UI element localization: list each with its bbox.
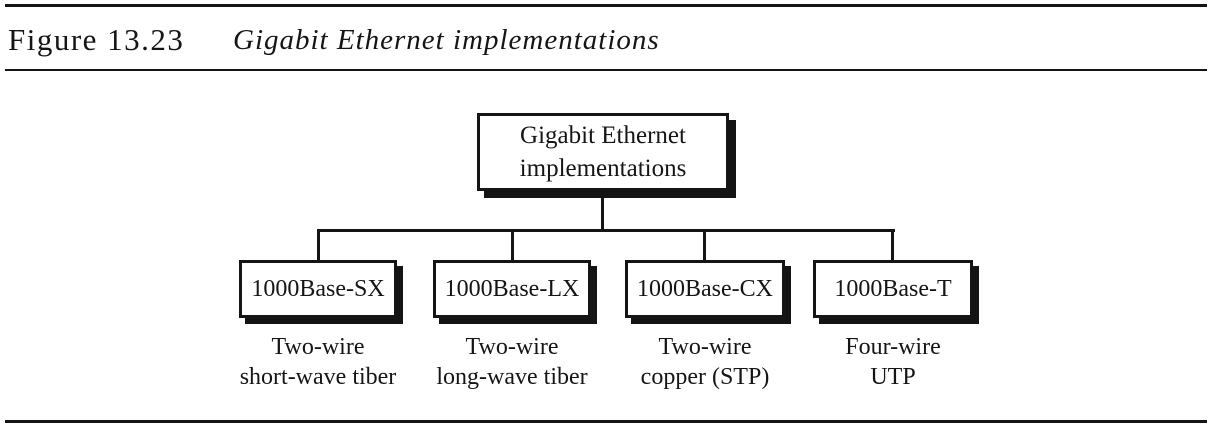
leaf-group-1000base-t: 1000Base-T Four-wire UTP: [778, 260, 1008, 392]
node-box-1000base-t: 1000Base-T: [813, 260, 973, 318]
caption-line1: Two-wire: [271, 334, 365, 360]
drop-connector-1000base-cx: [703, 231, 706, 261]
leaf-group-1000base-cx: 1000Base-CX Two-wire copper (STP): [590, 260, 820, 392]
leaf-group-1000base-sx: 1000Base-SX Two-wire short-wave tiber: [203, 260, 433, 392]
figure-number-label: Figure 13.23: [8, 22, 185, 57]
node-box-1000base-cx: 1000Base-CX: [625, 260, 785, 318]
horizontal-connector: [317, 229, 895, 232]
node-box-1000base-lx: 1000Base-LX: [433, 260, 591, 318]
drop-connector-1000base-t: [891, 231, 894, 261]
node-label-1000base-cx: 1000Base-CX: [637, 275, 773, 302]
figure-title: Gigabit Ethernet implementations: [233, 24, 660, 56]
caption-line2: long-wave tiber: [436, 364, 588, 390]
root-node-label-line1: Gigabit Ethernet: [520, 122, 686, 149]
caption-line2: short-wave tiber: [239, 364, 397, 390]
caption-line1: Two-wire: [465, 334, 559, 360]
node-box-1000base-sx: 1000Base-SX: [239, 260, 397, 318]
caption-line1: Four-wire: [845, 334, 941, 360]
root-stem-connector: [601, 190, 604, 231]
leaf-group-1000base-lx: 1000Base-LX Two-wire long-wave tiber: [397, 260, 627, 392]
drop-connector-1000base-sx: [317, 231, 320, 261]
caption-line1: Two-wire: [658, 334, 752, 360]
root-node-box: Gigabit Ethernet implementations: [477, 113, 729, 191]
node-label-1000base-t: 1000Base-T: [834, 275, 952, 302]
node-caption-1000base-cx: Two-wire copper (STP): [590, 332, 820, 392]
top-rule: [5, 4, 1207, 7]
node-caption-1000base-t: Four-wire UTP: [778, 332, 1008, 392]
bottom-rule: [5, 420, 1207, 423]
node-caption-1000base-sx: Two-wire short-wave tiber: [203, 332, 433, 392]
caption-line2: copper (STP): [640, 364, 770, 390]
drop-connector-1000base-lx: [511, 231, 514, 261]
header-divider-rule: [5, 69, 1207, 71]
root-node-label-line2: implementations: [519, 155, 687, 182]
node-label-1000base-lx: 1000Base-LX: [444, 275, 580, 302]
node-caption-1000base-lx: Two-wire long-wave tiber: [397, 332, 627, 392]
caption-line2: UTP: [870, 364, 916, 390]
node-label-1000base-sx: 1000Base-SX: [251, 275, 385, 302]
